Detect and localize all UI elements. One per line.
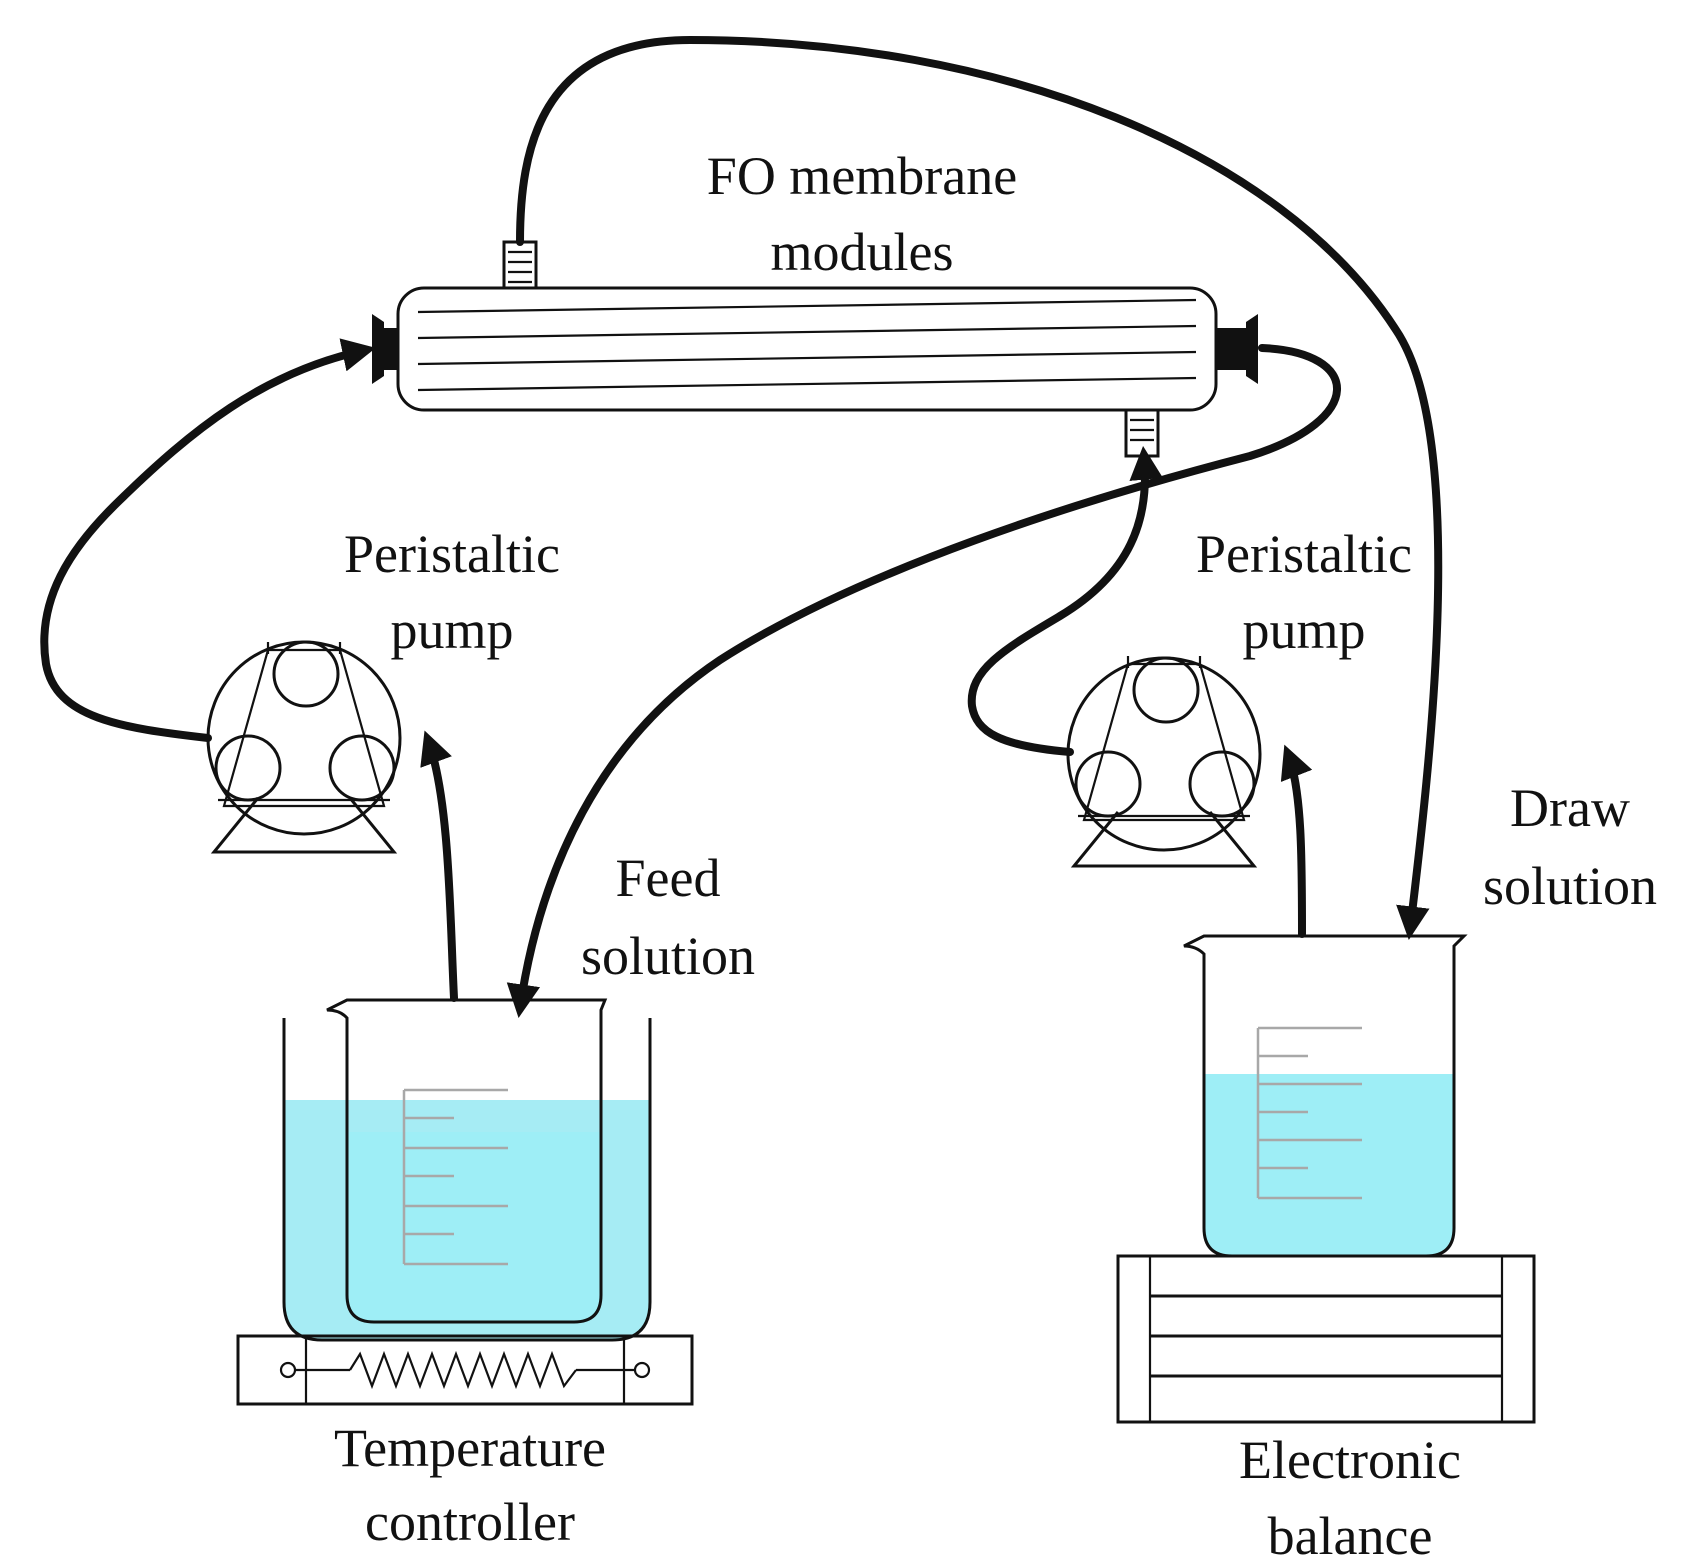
heater-icon — [236, 1334, 694, 1406]
pump-right-label-2: pump — [1242, 600, 1365, 660]
feed-solution-label: Feed — [616, 848, 721, 908]
tube-module-to-draw — [516, 35, 1443, 941]
top-port-icon — [502, 240, 538, 290]
peristaltic-pump-right-icon — [1066, 656, 1262, 868]
temperature-controller-label: Temperature — [334, 1418, 606, 1478]
draw-beaker-icon — [1183, 934, 1468, 1258]
fo-membrane-label-2: modules — [771, 222, 954, 282]
tubing — [40, 35, 1443, 1018]
draw-solution-label-2: solution — [1483, 856, 1657, 916]
tube-draw-beaker-to-pump — [1280, 744, 1313, 938]
electronic-balance-label: Electronic — [1239, 1430, 1461, 1490]
bottom-port-icon — [1124, 408, 1160, 458]
pump-left-label-2: pump — [390, 600, 513, 660]
feed-solution-label-2: solution — [581, 926, 755, 986]
fo-membrane-label: FO membrane — [707, 146, 1017, 206]
electronic-balance-icon — [1116, 1254, 1536, 1424]
tube-draw-pump-to-module — [967, 445, 1163, 756]
peristaltic-pump-left-icon — [206, 640, 402, 854]
electronic-balance-label-2: balance — [1268, 1506, 1433, 1566]
tube-feed-to-module — [40, 338, 376, 742]
labels: FO membrane modules Peristaltic pump Per… — [334, 146, 1657, 1566]
tube-feed-beaker-to-pump — [420, 730, 458, 1002]
temperature-controller-label-2: controller — [365, 1492, 575, 1552]
tube-module-to-feed — [506, 344, 1341, 1018]
pump-right-label: Peristaltic — [1196, 524, 1412, 584]
feed-beaker-icon — [326, 998, 608, 1324]
pump-left-label: Peristaltic — [344, 524, 560, 584]
draw-solution-label: Draw — [1510, 778, 1630, 838]
membrane-module-icon — [372, 240, 1258, 458]
